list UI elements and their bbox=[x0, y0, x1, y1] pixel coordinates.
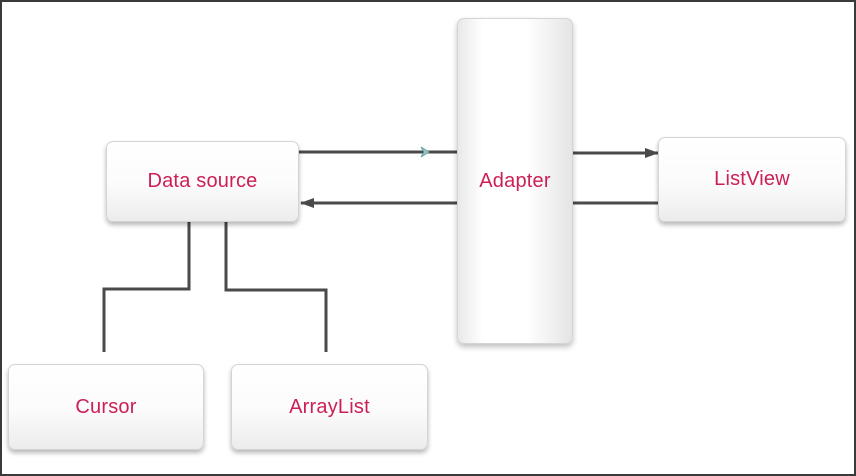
cursor-node: Cursor bbox=[8, 364, 204, 450]
listview-node: ListView bbox=[658, 137, 846, 222]
cursor-label: Cursor bbox=[75, 395, 137, 418]
adapter-label: Adapter bbox=[479, 169, 551, 192]
cursor-mark bbox=[420, 146, 430, 158]
arraylist-node: ArrayList bbox=[231, 364, 428, 450]
adapter-node: Adapter bbox=[457, 18, 573, 344]
edge-datasource-to-arraylist bbox=[224, 222, 328, 352]
data-source-label: Data source bbox=[147, 170, 258, 192]
listview-label: ListView bbox=[714, 168, 790, 190]
data-source-node: Data source bbox=[106, 141, 299, 222]
edge-datasource-to-cursor bbox=[102, 222, 191, 352]
arraylist-label: ArrayList bbox=[289, 395, 370, 418]
